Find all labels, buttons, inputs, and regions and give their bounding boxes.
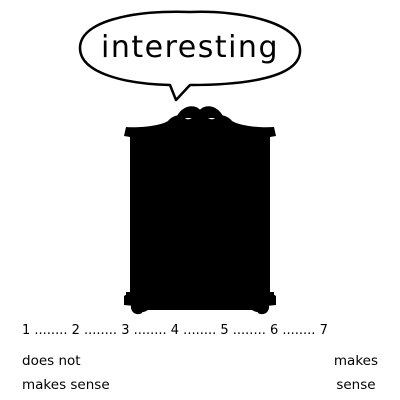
left-anchor-line2: makes sense <box>22 377 110 393</box>
rating-scale: 1 ........ 2 ........ 3 ........ 4 .....… <box>22 323 328 338</box>
wardrobe-silhouette-icon <box>124 106 276 315</box>
right-anchor-label: makes sense <box>334 349 378 397</box>
speech-bubble-icon <box>78 10 302 102</box>
left-anchor-label: does not makes sense <box>22 349 110 397</box>
right-anchor-line2: sense <box>336 377 376 393</box>
right-anchor-line1: makes <box>333 353 378 369</box>
speech-bubble-text: interesting <box>101 30 279 65</box>
left-anchor-line1: does not <box>22 353 81 369</box>
